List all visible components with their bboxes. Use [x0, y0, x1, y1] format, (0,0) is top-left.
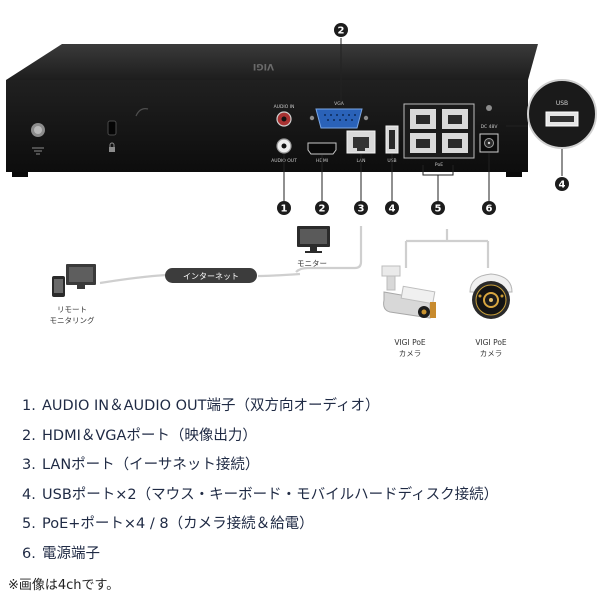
- power-label: DC 48V: [481, 124, 499, 130]
- device-foot-left: [12, 172, 28, 177]
- callout-leader-lines: [283, 38, 563, 201]
- callout-3: 3: [354, 201, 368, 215]
- legend-text: AUDIO IN＆AUDIO OUT端子（双方向オーディオ）: [42, 398, 380, 414]
- legend-number: 5.: [22, 516, 36, 532]
- bullet-camera-label-line1: VIGI PoE: [394, 338, 426, 347]
- poe-port-block: [403, 103, 475, 159]
- legend-number: 1.: [22, 398, 36, 414]
- bullet-camera-label-line2: カメラ: [399, 349, 422, 358]
- lan-port: [346, 130, 376, 154]
- connection-lines: [99, 226, 490, 285]
- legend-text: 電源端子: [42, 545, 100, 562]
- internet-badge: インターネット: [165, 268, 257, 283]
- callout-4: 4: [385, 201, 399, 215]
- vga-port: [309, 108, 369, 129]
- bullet-camera-icon: [381, 265, 436, 319]
- callout-2-bottom: 2: [315, 201, 329, 215]
- legend-number: 2.: [22, 427, 36, 444]
- image-footnote: ※画像は4chです。: [8, 578, 120, 593]
- device-top-panel: [6, 44, 538, 80]
- svg-text:4: 4: [389, 204, 396, 215]
- callout-4-zoom: 4: [555, 177, 569, 191]
- internet-label: インターネット: [183, 272, 239, 281]
- legend-number: 4.: [22, 486, 36, 503]
- svg-text:6: 6: [486, 204, 493, 215]
- callout-1: 1: [277, 201, 291, 215]
- port-legend: 1. AUDIO IN＆AUDIO OUT端子（双方向オーディオ） 2. HDMI＆…: [22, 392, 498, 569]
- svg-text:2: 2: [338, 26, 345, 37]
- power-port: [479, 105, 499, 153]
- device-top-brand: VIGI: [253, 61, 274, 71]
- usb-port: [385, 125, 399, 154]
- dome-camera-label-line2: カメラ: [480, 349, 503, 358]
- hdmi-port: [307, 142, 337, 155]
- nvr-device: VIGI AUDIO IN AUDIO OUT: [6, 44, 538, 177]
- svg-text:3: 3: [358, 204, 365, 215]
- svg-text:2: 2: [319, 204, 326, 215]
- legend-item-video: 2. HDMI＆VGAポート（映像出力）: [22, 422, 498, 452]
- svg-text:4: 4: [559, 180, 566, 191]
- legend-item-audio: 1. AUDIO IN＆AUDIO OUT端子（双方向オーディオ）: [22, 392, 498, 422]
- legend-number: 6.: [22, 545, 36, 562]
- monitor-icon: [297, 226, 330, 253]
- audio-in-label: AUDIO IN: [274, 104, 295, 110]
- legend-number: 3.: [22, 457, 36, 473]
- dome-camera-label-line1: VIGI PoE: [475, 338, 507, 347]
- usb-zoom-label: USB: [556, 100, 568, 107]
- legend-text: PoE+ポート×4 / 8（カメラ接続＆給電）: [42, 516, 314, 532]
- usb-zoom-inset: USB: [527, 79, 597, 149]
- device-foot-right: [506, 172, 522, 177]
- poe-label: PoE: [435, 162, 443, 168]
- remote-label-line1: リモート: [57, 305, 87, 314]
- callout-5: 5: [431, 201, 445, 215]
- remote-label-line2: モニタリング: [50, 315, 95, 325]
- nvr-connection-diagram: VIGI AUDIO IN AUDIO OUT: [6, 23, 597, 358]
- audio-out-jack: [276, 138, 292, 154]
- svg-text:5: 5: [435, 204, 442, 215]
- legend-item-power: 6. 電源端子: [22, 540, 498, 570]
- legend-text: HDMI＆VGAポート（映像出力）: [42, 427, 257, 444]
- panel-hook-icon: [135, 108, 149, 117]
- remote-monitoring-devices-icon: [52, 264, 96, 297]
- security-lock-slot-icon: [107, 120, 117, 152]
- dome-camera-icon: [469, 273, 513, 319]
- legend-item-poe: 5. PoE+ポート×4 / 8（カメラ接続＆給電）: [22, 510, 498, 540]
- monitor-label: モニター: [297, 259, 327, 268]
- ground-screw-icon: [31, 123, 45, 155]
- callout-6: 6: [482, 201, 496, 215]
- legend-text: USBポート×2（マウス・キーボード・モバイルハードディスク接続）: [42, 486, 499, 503]
- legend-item-usb: 4. USBポート×2（マウス・キーボード・モバイルハードディスク接続）: [22, 481, 498, 511]
- callout-2: 2: [334, 23, 348, 37]
- vga-label: VGA: [334, 101, 345, 107]
- legend-item-lan: 3. LANポート（イーサネット接続）: [22, 451, 498, 481]
- svg-text:1: 1: [281, 204, 288, 215]
- legend-text: LANポート（イーサネット接続）: [42, 457, 260, 473]
- audio-in-jack: [276, 111, 292, 127]
